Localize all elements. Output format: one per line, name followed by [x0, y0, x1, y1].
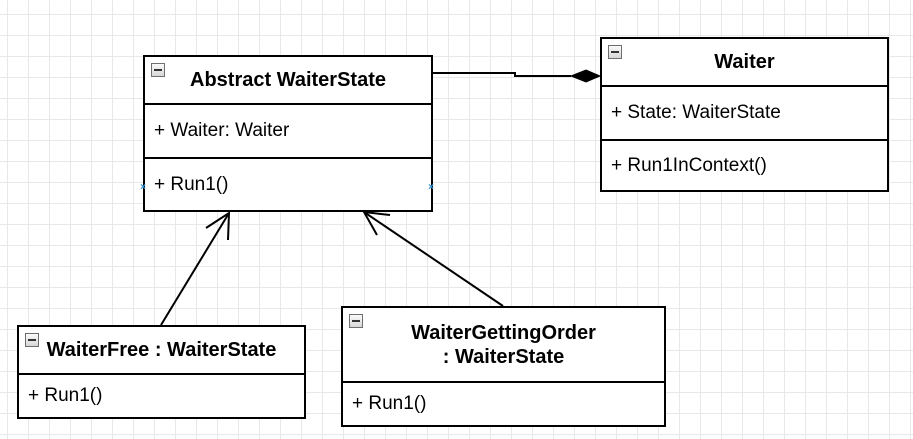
class-abstract-waiterstate[interactable]: Abstract WaiterState + Waiter: Waiter + … [140, 55, 434, 212]
method-section[interactable]: + Run1() [19, 375, 304, 417]
method-row: + Run1() [154, 173, 229, 195]
class-title-line-2: : WaiterState [442, 345, 565, 368]
connection-point-icon[interactable]: × [140, 182, 146, 193]
class-title: WaiterFree : WaiterState [46, 339, 277, 361]
open-arrowhead-waiterfree [205, 211, 231, 241]
method-row: + Run1() [28, 385, 103, 406]
composition-diamond [569, 69, 602, 83]
open-arrowhead-gettingorder [362, 210, 391, 236]
class-title: Waiter [714, 51, 775, 73]
class-waitergettingorder[interactable]: WaiterGettingOrder : WaiterState + Run1(… [341, 306, 666, 427]
class-title: Abstract WaiterState [190, 69, 386, 91]
attribute-row: + Waiter: Waiter [154, 120, 290, 141]
class-waiter[interactable]: Waiter + State: WaiterState + Run1InCont… [600, 37, 889, 192]
attribute-row: + State: WaiterState [611, 102, 781, 123]
generalization-edge-gettingorder[interactable] [363, 211, 504, 307]
method-section[interactable]: + Run1() [145, 159, 431, 210]
method-section[interactable]: + Run1() [343, 383, 664, 425]
method-section[interactable]: + Run1InContext() [602, 141, 887, 190]
method-row: + Run1InContext() [611, 154, 767, 176]
composition-edge[interactable] [433, 72, 571, 77]
collapse-icon[interactable] [151, 63, 165, 77]
class-header[interactable]: WaiterGettingOrder : WaiterState [343, 308, 664, 383]
method-row: + Run1() [352, 393, 427, 414]
collapse-icon[interactable] [608, 45, 622, 59]
collapse-icon[interactable] [25, 333, 39, 347]
class-header[interactable]: Waiter [602, 39, 887, 87]
class-waiterfree[interactable]: WaiterFree : WaiterState + Run1() [17, 325, 306, 419]
collapse-icon[interactable] [349, 314, 363, 328]
class-header[interactable]: WaiterFree : WaiterState [19, 327, 304, 375]
generalization-edge-waiterfree[interactable] [160, 212, 230, 326]
connection-point-icon[interactable]: × [428, 182, 434, 193]
class-title-line-1: WaiterGettingOrder [411, 321, 596, 344]
attribute-section[interactable]: + Waiter: Waiter [145, 105, 431, 159]
attribute-section[interactable]: + State: WaiterState [602, 87, 887, 141]
class-header[interactable]: Abstract WaiterState [145, 57, 431, 105]
